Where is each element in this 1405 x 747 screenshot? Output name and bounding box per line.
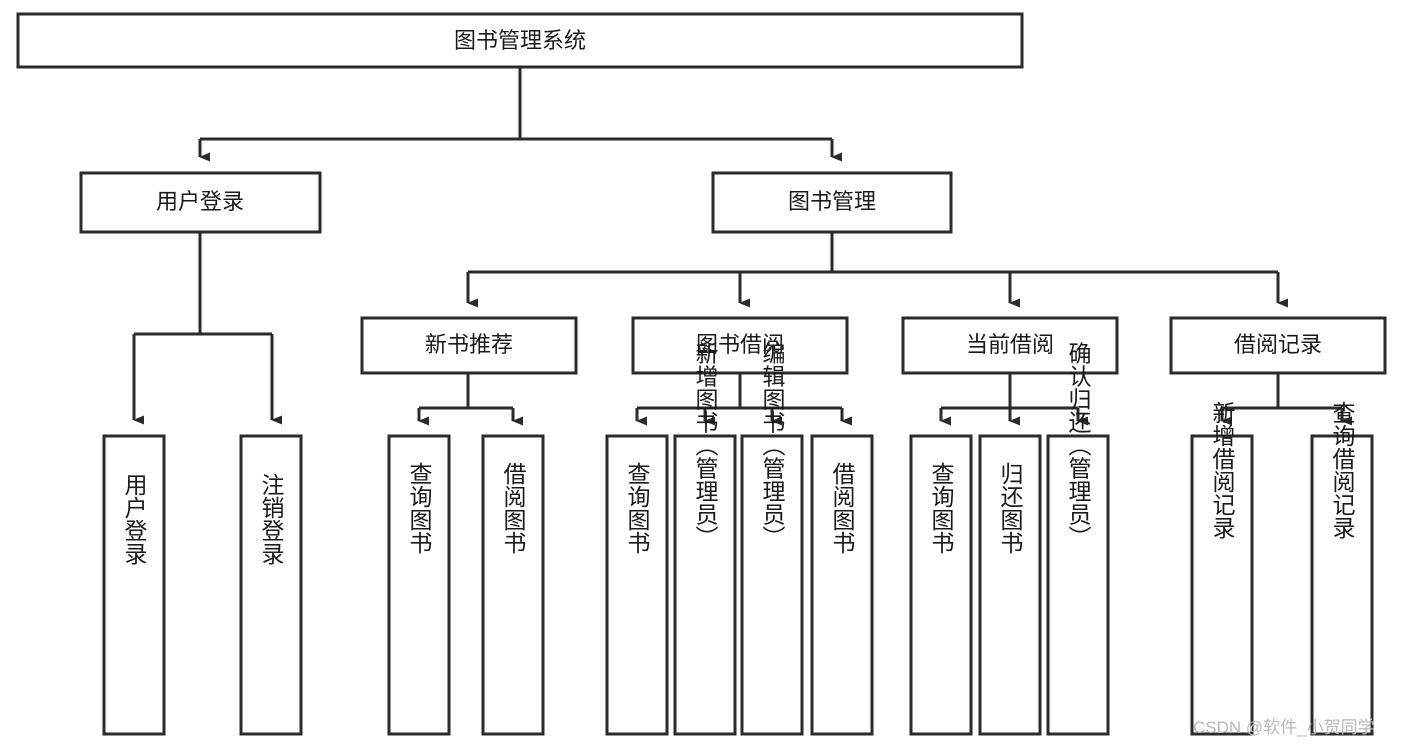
node-leaf-query-record[interactable]: 查询借阅记录 — [1310, 401, 1374, 736]
node-root[interactable]: 图书管理系统 — [16, 12, 1024, 69]
node-new-book-rec-box[interactable] — [360, 316, 578, 375]
node-leaf-query-book-2-box[interactable] — [605, 434, 669, 736]
node-leaf-add-book[interactable]: 新增图书（管理员） — [673, 342, 737, 736]
node-book-borrow-box[interactable] — [631, 316, 849, 375]
node-new-book-rec[interactable]: 新书推荐 — [360, 316, 578, 375]
node-leaf-query-book-2[interactable]: 查询图书 — [605, 434, 669, 736]
node-book-manage[interactable]: 图书管理 — [711, 171, 953, 234]
connector-group-root — [198, 67, 842, 162]
node-user-login-box[interactable] — [79, 171, 322, 234]
node-leaf-query-record-label: 查询借阅记录 — [1329, 401, 1356, 539]
node-leaf-query-book-3-box[interactable] — [909, 434, 973, 736]
node-leaf-query-book-3[interactable]: 查询图书 — [909, 434, 973, 736]
node-leaf-add-record-box[interactable] — [1190, 434, 1254, 736]
connector-group-user-login — [132, 232, 282, 425]
node-book-borrow[interactable]: 图书借阅 — [631, 316, 849, 375]
node-leaf-confirm-return-label: 确认归还（管理员） — [1065, 342, 1092, 549]
node-leaf-confirm-return-box[interactable] — [1046, 434, 1110, 736]
node-leaf-query-book-1-box[interactable] — [387, 434, 451, 736]
node-book-manage-box[interactable] — [711, 171, 953, 234]
node-leaf-borrow-book-2[interactable]: 借阅图书 — [810, 434, 874, 736]
node-leaf-borrow-book-1-label: 借阅图书 — [500, 462, 527, 554]
node-book-manage-label: 图书管理 — [788, 189, 876, 214]
node-leaf-borrow-book-2-label: 借阅图书 — [829, 462, 856, 554]
node-leaf-return-book[interactable]: 归还图书 — [978, 434, 1042, 736]
node-leaf-query-book-2-label: 查询图书 — [624, 462, 651, 554]
node-leaf-logout-login-box[interactable] — [239, 434, 303, 736]
node-leaf-add-record-label: 新增借阅记录 — [1209, 401, 1236, 539]
connector-group-book-manage — [466, 232, 1288, 308]
node-leaf-add-book-label: 新增图书（管理员） — [692, 342, 719, 549]
node-user-login[interactable]: 用户登录 — [79, 171, 322, 234]
node-book-borrow-label: 图书借阅 — [696, 332, 784, 357]
node-leaf-return-book-box[interactable] — [978, 434, 1042, 736]
node-leaf-add-book-box[interactable] — [673, 434, 737, 736]
node-user-login-label: 用户登录 — [156, 189, 244, 214]
node-borrow-record[interactable]: 借阅记录 — [1169, 316, 1387, 375]
connector-group-borrow-record — [1220, 373, 1352, 426]
node-leaf-edit-book[interactable]: 编辑图书（管理员） — [740, 342, 804, 736]
node-leaf-logout-login[interactable]: 注销登录 — [239, 434, 303, 736]
node-leaf-confirm-return[interactable]: 确认归还（管理员） — [1046, 342, 1110, 736]
connector-group-book-borrow — [635, 373, 852, 426]
node-leaf-query-book-3-label: 查询图书 — [928, 462, 955, 554]
node-leaf-user-login-label: 用户登录 — [121, 473, 148, 565]
node-current-borrow[interactable]: 当前借阅 — [901, 316, 1119, 375]
connector-group-current-borrow — [939, 373, 1088, 426]
node-leaf-edit-book-box[interactable] — [740, 434, 804, 736]
node-leaf-edit-book-label: 编辑图书（管理员） — [759, 342, 786, 549]
node-leaf-borrow-book-2-box[interactable] — [810, 434, 874, 736]
node-borrow-record-label: 借阅记录 — [1234, 332, 1322, 357]
csdn-watermark: CSDN @软件_小贺同学 — [1193, 718, 1375, 737]
node-current-borrow-box[interactable] — [901, 316, 1119, 375]
connector-group-new-book-rec — [417, 373, 523, 426]
node-leaf-query-book-1-label: 查询图书 — [406, 462, 433, 554]
node-current-borrow-label: 当前借阅 — [966, 332, 1054, 357]
node-leaf-query-record-box[interactable] — [1310, 434, 1374, 736]
node-leaf-user-login[interactable]: 用户登录 — [102, 434, 166, 736]
node-leaf-user-login-box[interactable] — [102, 434, 166, 736]
node-leaf-add-record[interactable]: 新增借阅记录 — [1190, 401, 1254, 736]
node-root-box[interactable] — [16, 12, 1024, 69]
node-leaf-borrow-book-1[interactable]: 借阅图书 — [481, 434, 545, 736]
node-leaf-query-book-1[interactable]: 查询图书 — [387, 434, 451, 736]
node-leaf-return-book-label: 归还图书 — [997, 462, 1024, 554]
node-borrow-record-box[interactable] — [1169, 316, 1387, 375]
node-root-label: 图书管理系统 — [454, 28, 586, 53]
node-new-book-rec-label: 新书推荐 — [425, 332, 513, 357]
node-leaf-borrow-book-1-box[interactable] — [481, 434, 545, 736]
node-leaf-logout-login-label: 注销登录 — [258, 473, 285, 565]
